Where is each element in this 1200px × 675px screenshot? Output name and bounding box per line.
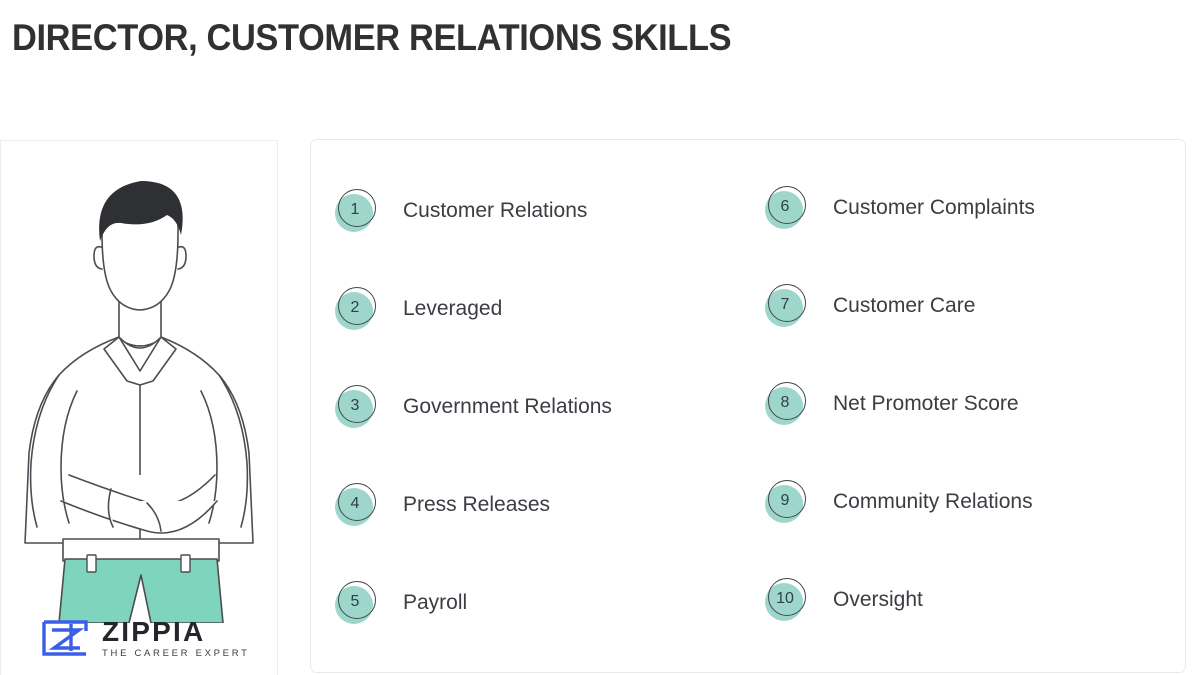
skill-item: 5 Payroll [333,580,467,626]
zippia-text-block: ZIPPIA THE CAREER EXPERT [102,615,250,661]
zippia-tagline: THE CAREER EXPERT [102,648,250,659]
hair [99,181,183,241]
zippia-wordmark: ZIPPIA [102,616,206,647]
skill-number: 7 [780,296,790,313]
skill-number-badge: 2 [333,286,379,332]
skill-number-badge: 3 [333,384,379,430]
skill-item: 6 Customer Complaints [763,185,1035,231]
badge-ring [768,186,806,224]
skill-number-badge: 7 [763,283,809,329]
man-with-crossed-arms-illustration [24,181,254,623]
badge-ring [338,581,376,619]
skill-label: Customer Care [833,294,976,317]
skill-label: Payroll [403,591,468,614]
skill-number-badge: 10 [763,577,809,623]
skill-number: 6 [780,198,790,215]
skill-number: 8 [780,394,790,411]
skill-number: 4 [350,495,360,512]
skill-label: Customer Relations [403,199,588,222]
skill-item: 2 Leveraged [333,286,502,332]
pants [58,558,224,623]
skill-number-badge: 6 [763,185,809,231]
skill-label: Customer Complaints [833,196,1035,219]
skill-label: Oversight [833,588,923,611]
badge-ring [768,578,806,616]
illustration-panel [0,140,278,675]
badge-ring [768,382,806,420]
skill-label: Leveraged [403,297,503,320]
skill-number: 9 [780,492,790,509]
skill-number-badge: 8 [763,381,809,427]
badge-ring [338,287,376,325]
badge-ring [338,385,376,423]
skill-number: 1 [350,201,360,218]
skill-number-badge: 5 [333,580,379,626]
skill-label: Government Relations [403,395,612,418]
skill-item: 3 Government Relations [333,384,612,430]
skill-label: Net Promoter Score [833,392,1019,415]
skill-number: 5 [350,593,360,610]
badge-ring [338,483,376,521]
badge-ring [768,284,806,322]
skill-item: 8 Net Promoter Score [763,381,1019,427]
skill-number: 10 [776,590,794,607]
skill-item: 10 Oversight [763,577,923,623]
skill-label: Press Releases [403,493,551,516]
skill-item: 4 Press Releases [333,482,550,528]
skill-item: 7 Customer Care [763,283,975,329]
badge-ring [768,480,806,518]
skill-label: Community Relations [833,490,1033,513]
skill-number: 2 [350,299,360,316]
skill-number-badge: 9 [763,479,809,525]
skill-number-badge: 4 [333,482,379,528]
page-title: DIRECTOR, CUSTOMER RELATIONS SKILLS [12,17,732,58]
skill-item: 1 Customer Relations [333,188,587,234]
skills-panel: 1 Customer Relations 2 Leveraged 3 Government… [310,139,1186,673]
skill-item: 9 Community Relations [763,479,1033,525]
skill-number-badge: 1 [333,188,379,234]
skill-number: 3 [350,397,360,414]
zippia-z-mark [42,620,88,656]
badge-ring [338,189,376,227]
zippia-logo[interactable]: ZIPPIA THE CAREER EXPERT [40,610,250,666]
